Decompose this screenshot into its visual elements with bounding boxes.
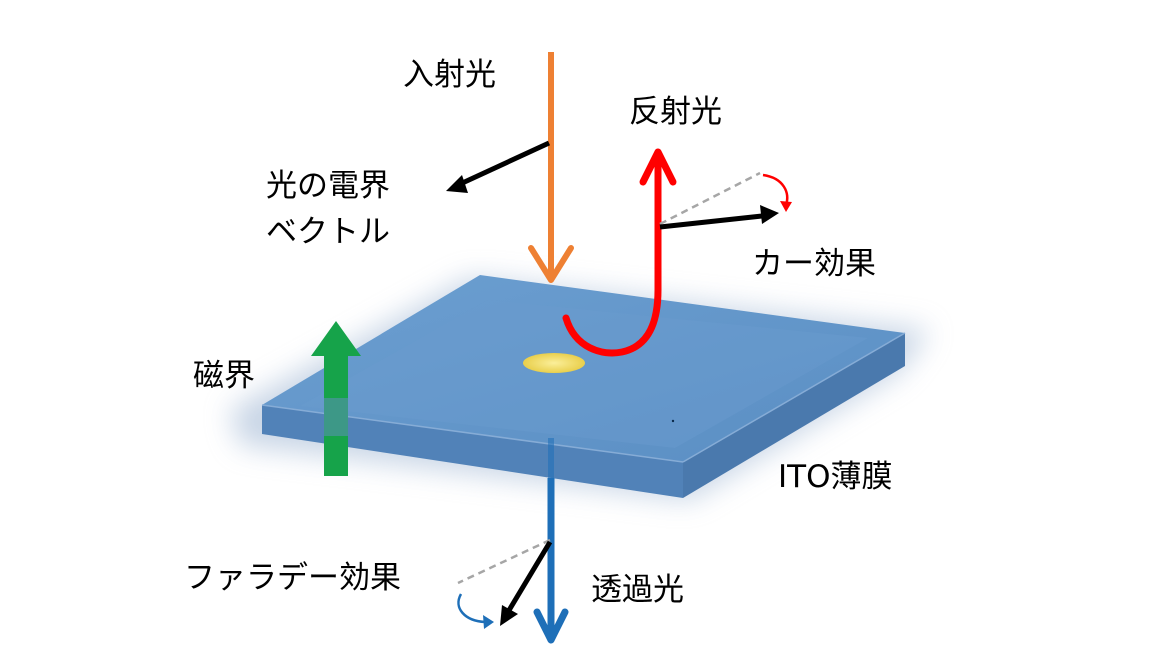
reflected-light-label: 反射光 [629,94,722,130]
ito-film-slab [261,275,906,498]
film-dot [671,419,675,423]
transmitted-light-label: 透過光 [591,572,684,608]
kerr-effect-label: カー効果 [752,246,876,282]
film-top-face [262,275,905,462]
incident-light-arrow [528,52,574,283]
magnetic-field-label: 磁界 [193,358,255,394]
faraday-rotation [457,538,553,629]
film-top-edge-right [682,332,906,463]
reflected-light-arrow [562,148,677,357]
incident-light-label: 入射光 [403,57,496,93]
e-field-label-line2: ベクトル [266,214,390,250]
light-spot [523,353,585,373]
film-front-face [262,405,683,498]
ito-film-label: ITO薄膜 [778,459,893,495]
transmitted-light-arrow [533,438,569,644]
film-right-face [683,333,905,498]
film-top-inner [300,300,868,448]
kerr-rotation [659,171,792,230]
e-field-vector-arrow [446,140,551,193]
magnetic-field-arrow [311,321,361,476]
e-field-label-line1: 光の電界 [266,168,390,204]
faraday-effect-label: ファラデー効果 [184,560,401,596]
